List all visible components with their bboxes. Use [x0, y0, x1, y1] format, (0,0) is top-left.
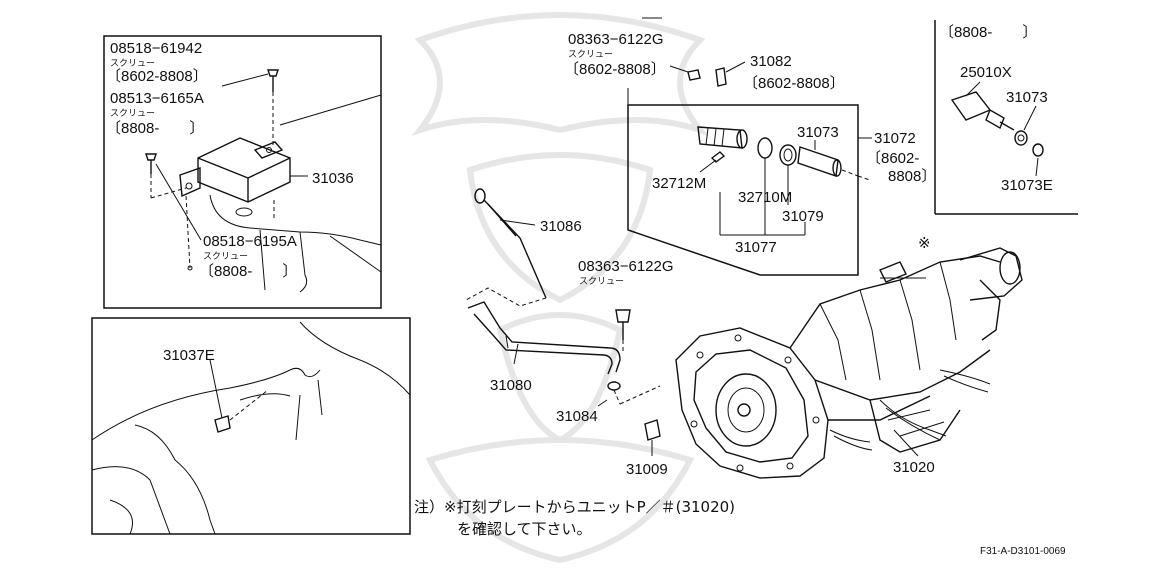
label-31020: 31020	[893, 459, 935, 476]
dipstick-tube-group	[465, 188, 661, 456]
label-31086: 31086	[540, 218, 582, 235]
label-screw-6122g-mid-name: スクリュー	[579, 276, 624, 287]
label-screw-6122g-mid: 08363−6122G	[578, 258, 674, 275]
note-marker: ※	[918, 235, 931, 252]
label-25010x: 25010X	[960, 64, 1012, 81]
label-32710m: 32710M	[738, 189, 792, 206]
label-31073-a: 31073	[797, 124, 839, 141]
label-31073-b: 31073	[1006, 89, 1048, 106]
label-31077: 31077	[735, 239, 777, 256]
note-block: 注）※打刻プレートからユニットP／＃(31020) を確認して下さい。	[414, 498, 735, 538]
label-screw-6195a: 08518−6195A	[203, 233, 297, 250]
label-screw-61942-range: 〔8602-8808〕	[106, 68, 208, 85]
label-31080: 31080	[490, 377, 532, 394]
screw-clip-group	[627, 17, 746, 105]
label-31009: 31009	[626, 461, 668, 478]
label-31072: 31072	[874, 130, 916, 147]
label-screw-6122g-top-name: スクリュー	[568, 49, 613, 60]
sensor-inset-parts	[950, 81, 1044, 177]
label-31072-range-a: 〔8602-	[866, 150, 919, 167]
watermark-emblem	[411, 12, 709, 564]
sensor-inset-frame	[934, 20, 1078, 215]
transmission-assembly	[675, 247, 1023, 479]
label-31037e: 31037E	[163, 347, 215, 364]
label-31073e: 31073E	[1001, 177, 1053, 194]
label-32712m: 32712M	[652, 175, 706, 192]
label-screw-6122g-top-range: 〔8602-8808〕	[564, 61, 666, 78]
pan-plug-inset-box	[91, 317, 411, 535]
label-screw-6165a-name: スクリュー	[110, 108, 155, 119]
note-line-2: を確認して下さい。	[457, 520, 592, 538]
label-screw-61942-name: スクリュー	[110, 58, 155, 69]
sensor-group-box	[627, 104, 859, 276]
label-31084: 31084	[556, 408, 598, 425]
label-inset-range: 〔8808- 〕	[939, 24, 1037, 41]
label-screw-6165a-range: 〔8808- 〕	[106, 120, 204, 137]
label-screw-61942: 08518−61942	[110, 40, 202, 57]
sensor-group	[697, 126, 872, 236]
bracket-assembly	[145, 69, 382, 293]
bracket-inset-box	[103, 35, 382, 309]
label-screw-6195a-range: 〔8808- 〕	[199, 263, 297, 280]
label-31036: 31036	[312, 170, 354, 187]
label-31079: 31079	[782, 208, 824, 225]
label-screw-6195a-name: スクリュー	[203, 251, 248, 262]
pan-plug-assembly	[91, 321, 411, 535]
note-line-1: 注）※打刻プレートからユニットP／＃(31020)	[414, 498, 735, 516]
label-screw-6122g-top: 08363−6122G	[568, 31, 664, 48]
label-31082-range: 〔8602-8808〕	[743, 75, 845, 92]
label-screw-6165a: 08513−6165A	[110, 90, 204, 107]
label-31082: 31082	[750, 53, 792, 70]
label-31072-range-b: 8808〕	[888, 168, 936, 185]
reference-code: F31-A-D3101-0069	[980, 546, 1066, 557]
